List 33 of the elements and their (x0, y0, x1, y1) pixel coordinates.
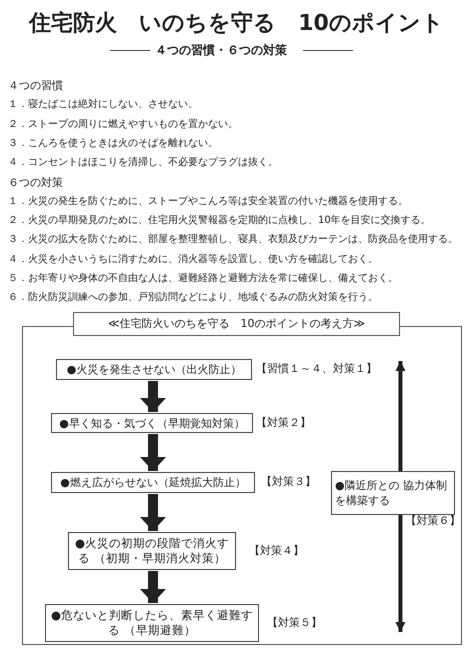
list-item: ３．火災の拡大を防ぐために、部屋を整理整頓し、寝具、衣類及びカーテンは、防炎品を使用する。 (8, 232, 458, 246)
block-arrow (140, 571, 166, 603)
list-item: ５．お年寄りや身体の不自由な人は、避難経路と避難方法を常に確保し、備えておく。 (8, 272, 398, 285)
step-box: ●燃え広がらせない（延焼拡大防止） (51, 472, 255, 493)
step-box: ●火災を発生させない（出火防止） (56, 359, 252, 380)
reference-label: 【習慣１～４、対策１】 (256, 361, 377, 376)
step-box: ●危ないと判断したら、素早く避難する （早期避難） (45, 604, 259, 642)
reference-label: 【対策４】 (249, 543, 304, 558)
list-item: １．火災の発生を防ぐために、ストーブやこんろ等は安全装置の付いた機器を使用する。 (8, 194, 408, 208)
list-item: ４．コンセントはほこりを清掃し、不必要なプラグは抜く。 (8, 156, 278, 170)
arrow (395, 515, 406, 632)
section-heading: ４つの習慣 (8, 78, 63, 93)
block-arrow (140, 434, 166, 471)
reference-label: 【対策２】 (256, 415, 311, 430)
block-arrow (140, 381, 166, 412)
frame-heading: ≪住宅防火いのちを守る 10のポイントの考え方≫ (73, 312, 400, 336)
step-box: ●早く知る・気づく（早期覚知対策） (51, 413, 253, 433)
list-item: ６．防火防災訓練への参加、戸別訪問などにより、地域ぐるみの防火対策を行う。 (8, 290, 378, 304)
block-arrow (140, 494, 166, 531)
step-box: ●火災の初期の段階で消火する （初期・早期消火対策） (68, 532, 236, 570)
list-item: ４．火災を小さいうちに消すために、消火器等を設置し、使い方を確認しておく。 (8, 252, 378, 266)
list-item: １．寝たばこは絶対にしない、させない。 (8, 98, 198, 112)
subtitle: ４つの習慣・６つの対策 (155, 42, 287, 59)
section-heading: ６つの対策 (8, 174, 63, 190)
list-item: ２．火災の早期発見のために、住宅用火災警報器を定期的に点検し、10年を目安に交換する。 (8, 214, 431, 228)
step-box: ●隣近所との 協力体制を構築する (331, 471, 455, 515)
list-item: ３．こんろを使うときは火のそばを離れない。 (8, 136, 218, 150)
reference-label: 【対策５】 (267, 615, 322, 630)
list-item: ２．ストーブの周りに燃えやすいものを置かない。 (8, 118, 238, 131)
reference-label: 【対策３】 (261, 474, 316, 489)
arrow (395, 361, 406, 471)
title: 住宅防火 いのちを守る 10のポイント (27, 10, 445, 38)
edge-label: 【対策６】 (405, 513, 460, 528)
